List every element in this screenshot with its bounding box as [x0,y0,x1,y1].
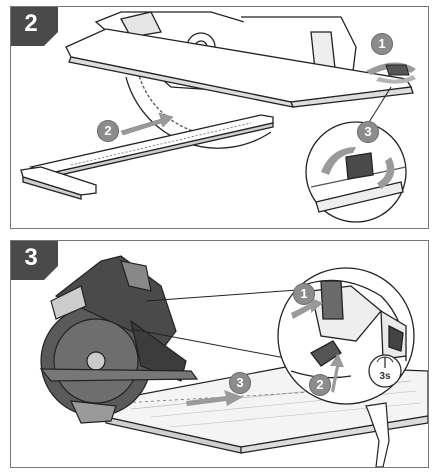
press-lock-arrow [291,297,323,319]
clamp [365,402,390,467]
callout-2: 2 [97,120,119,142]
step-2-illustration [20,11,416,223]
callout-3: 3 [357,121,379,143]
step-number: 3 [24,244,38,271]
press-trigger-arrow [330,353,344,393]
step-badge: 3 [11,241,58,280]
zoom-circle-bolt [305,121,407,223]
timer-icon [368,354,402,388]
callout-1: 1 [371,33,393,55]
parallel-guide [20,114,274,200]
insert-arrow [120,112,174,136]
step-number: 2 [24,10,38,37]
callout-2: 2 [309,374,331,396]
callout-1: 1 [293,283,315,305]
timer-label: 3s [379,371,391,382]
callout-3: 3 [229,372,251,394]
saw [39,255,199,424]
base-plate [65,28,414,108]
step-3-panel: 3 1 2 3 3s [10,240,429,468]
step-badge: 2 [11,7,58,46]
wing-bolt [385,64,410,76]
step-2-panel: 2 1 2 3 [10,6,429,229]
cut-direction-arrow [186,390,243,406]
step-3-illustration [39,255,428,467]
